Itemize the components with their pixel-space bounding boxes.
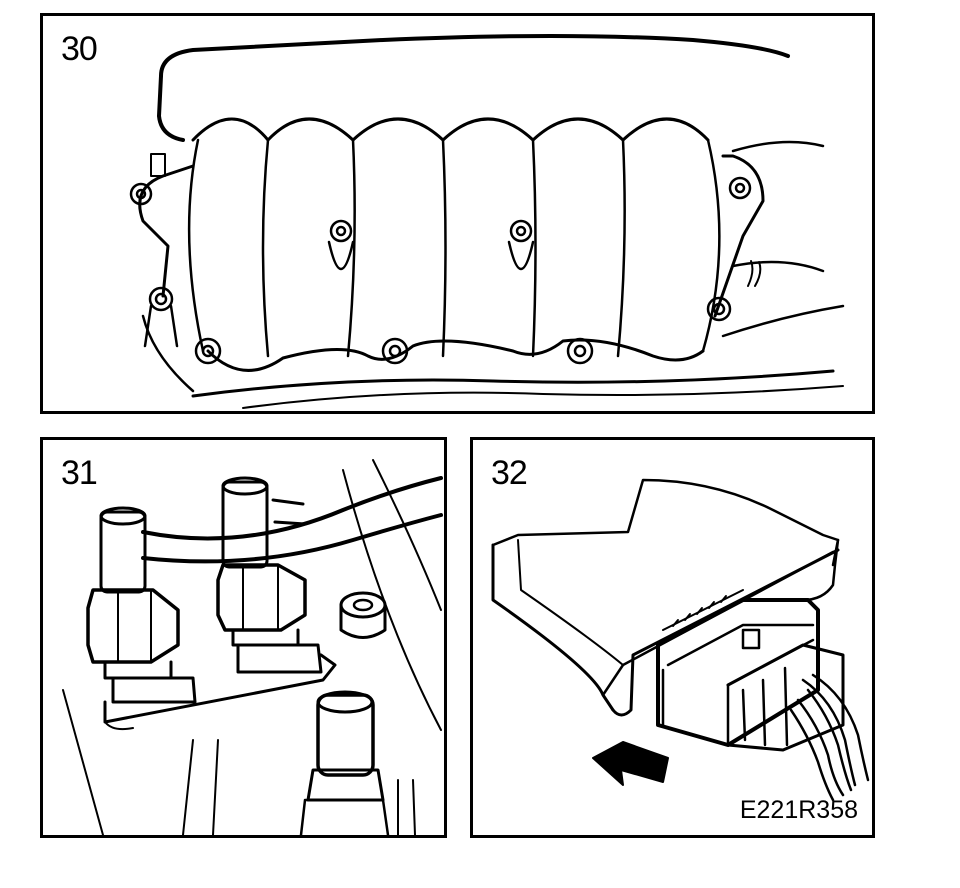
figure-30-number: 30	[61, 30, 98, 68]
figure-32-panel: 32 E221R358	[470, 437, 875, 838]
intake-manifold-drawing	[43, 16, 872, 411]
illustration-code: E221R358	[739, 796, 858, 824]
figure-31-panel: 31	[40, 437, 447, 838]
connector-removal-drawing	[473, 440, 872, 835]
figure-30-panel: 30	[40, 13, 875, 414]
fuel-line-unions-drawing	[43, 440, 444, 835]
figure-31-number: 31	[61, 454, 98, 492]
figure-32-number: 32	[491, 454, 528, 492]
